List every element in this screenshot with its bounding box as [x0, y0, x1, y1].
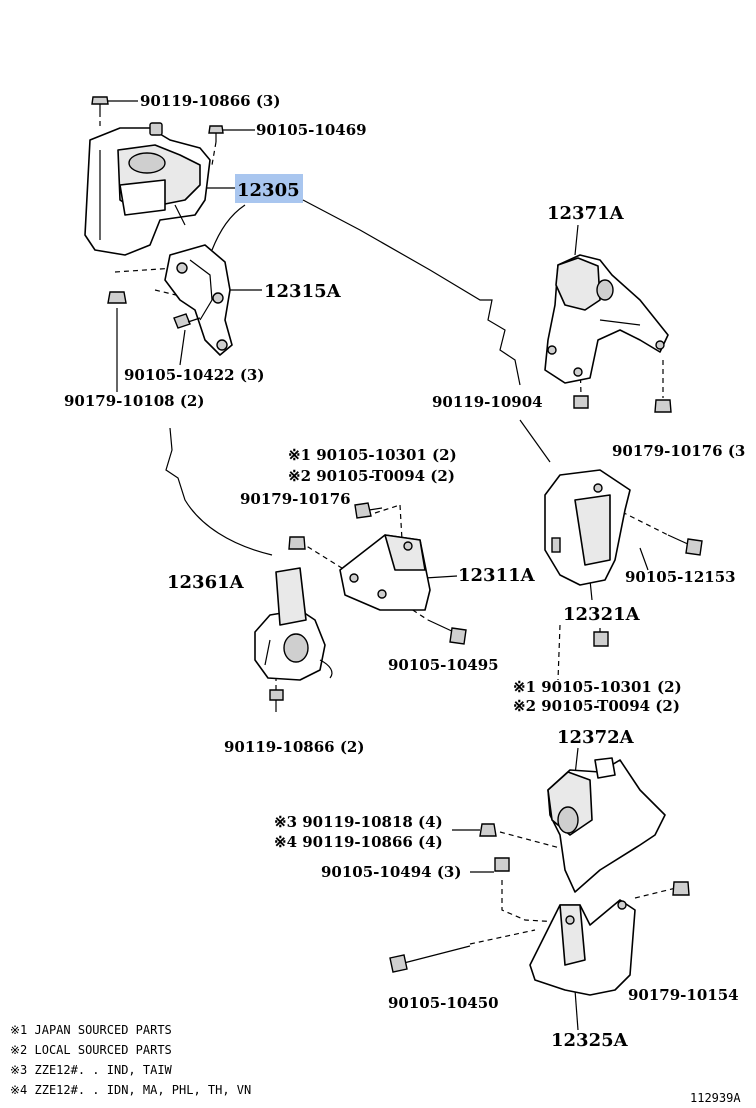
- mount-12305-illustration: [84, 122, 211, 256]
- bolt-90119-10866-illustration: [91, 96, 109, 112]
- leader-lines: [99, 100, 677, 1031]
- callout-12372A[interactable]: 12372A: [557, 727, 635, 748]
- callout-12311A[interactable]: 12311A: [458, 565, 536, 586]
- bolt-90119-10818-illustration: [479, 823, 497, 837]
- callout-90179-10108[interactable]: 90179-10108 (2): [64, 392, 204, 410]
- mount-12361A-illustration: [254, 567, 333, 681]
- callout-90105-10469[interactable]: 90105-10469: [256, 121, 367, 139]
- callout-90119-10866-lower[interactable]: 90119-10866 (2): [224, 738, 364, 756]
- nut-90179-10176-mid-illustration: [288, 536, 306, 550]
- figure-id: 112939A: [690, 1091, 741, 1105]
- footnotes: ※1 JAPAN SOURCED PARTS ※2 LOCAL SOURCED …: [10, 1023, 251, 1097]
- footnote-1: ※1 JAPAN SOURCED PARTS: [10, 1023, 172, 1037]
- callout-12325A[interactable]: 12325A: [551, 1030, 629, 1051]
- callout-90179-10176-right[interactable]: 90179-10176 (3: [612, 442, 745, 460]
- nut-90179-10176-right-illustration: [654, 399, 672, 413]
- callout-90105-10301-upper-jp[interactable]: ※1 90105-10301 (2): [288, 446, 457, 464]
- callout-12305[interactable]: 12305: [237, 180, 300, 201]
- callout-90179-10176-mid[interactable]: 90179-10176: [240, 490, 351, 508]
- callout-90179-10154[interactable]: 90179-10154: [628, 986, 739, 1004]
- bolt-90105-10469-illustration: [208, 125, 224, 142]
- bolt-90119-10904-illustration: [573, 395, 589, 409]
- callout-90105-10450[interactable]: 90105-10450: [388, 994, 499, 1012]
- mount-12371A-illustration: [544, 254, 669, 384]
- callout-90105-10494[interactable]: 90105-10494 (3): [321, 863, 461, 881]
- callout-12315A[interactable]: 12315A: [264, 281, 342, 302]
- bolt-90105-12153-illustration: [667, 534, 703, 556]
- bracket-12321A-illustration: [544, 469, 631, 586]
- footnote-2: ※2 LOCAL SOURCED PARTS: [10, 1043, 172, 1057]
- bolt-90105-10450-illustration: [389, 945, 471, 973]
- callout-labels: 90119-10866 (3) 90105-10469 12305 12315A…: [64, 92, 745, 1051]
- nut-90179-10154-illustration: [672, 881, 690, 896]
- selected-part-highlight: [235, 174, 303, 203]
- bolt-90105-10422-illustration: [173, 313, 201, 329]
- footnote-3: ※3 ZZE12#. . IND, TAIW: [10, 1063, 173, 1077]
- footnote-4: ※4 ZZE12#. . IDN, MA, PHL, TH, VN: [10, 1083, 251, 1097]
- callout-90105-10301-lower-jp[interactable]: ※1 90105-10301 (2): [513, 678, 682, 696]
- callout-12321A[interactable]: 12321A: [563, 604, 641, 625]
- callout-90105-T0094-upper-local[interactable]: ※2 90105-T0094 (2): [288, 467, 455, 485]
- callout-90119-10866-top[interactable]: 90119-10866 (3): [140, 92, 280, 110]
- bracket-12311A-illustration: [339, 534, 431, 611]
- callout-90119-10818[interactable]: ※3 90119-10818 (4): [274, 813, 443, 831]
- callout-12371A[interactable]: 12371A: [547, 203, 625, 224]
- callout-90119-10866-alt[interactable]: ※4 90119-10866 (4): [274, 833, 443, 851]
- bolt-90105-10301-lower-illustration: [593, 631, 609, 647]
- nut-90179-10108-illustration: [107, 291, 127, 304]
- mount-12372A-illustration: [547, 757, 666, 893]
- callout-90105-10422[interactable]: 90105-10422 (3): [124, 366, 264, 384]
- callout-90105-12153[interactable]: 90105-12153: [625, 568, 736, 586]
- bolt-90105-10301-upper-illustration: [354, 502, 383, 519]
- callout-90105-10495[interactable]: 90105-10495: [388, 656, 499, 674]
- bolt-90105-10494-illustration: [494, 857, 510, 872]
- bracket-12325A-illustration: [529, 899, 636, 996]
- bolt-90119-10866-lower-illustration: [269, 689, 284, 712]
- callout-90105-T0094-lower-local[interactable]: ※2 90105-T0094 (2): [513, 697, 680, 715]
- bracket-12315A-illustration: [164, 244, 233, 356]
- callout-90119-10904[interactable]: 90119-10904: [432, 393, 543, 411]
- callout-12361A[interactable]: 12361A: [167, 572, 245, 593]
- bolt-90105-10495-illustration: [427, 619, 467, 645]
